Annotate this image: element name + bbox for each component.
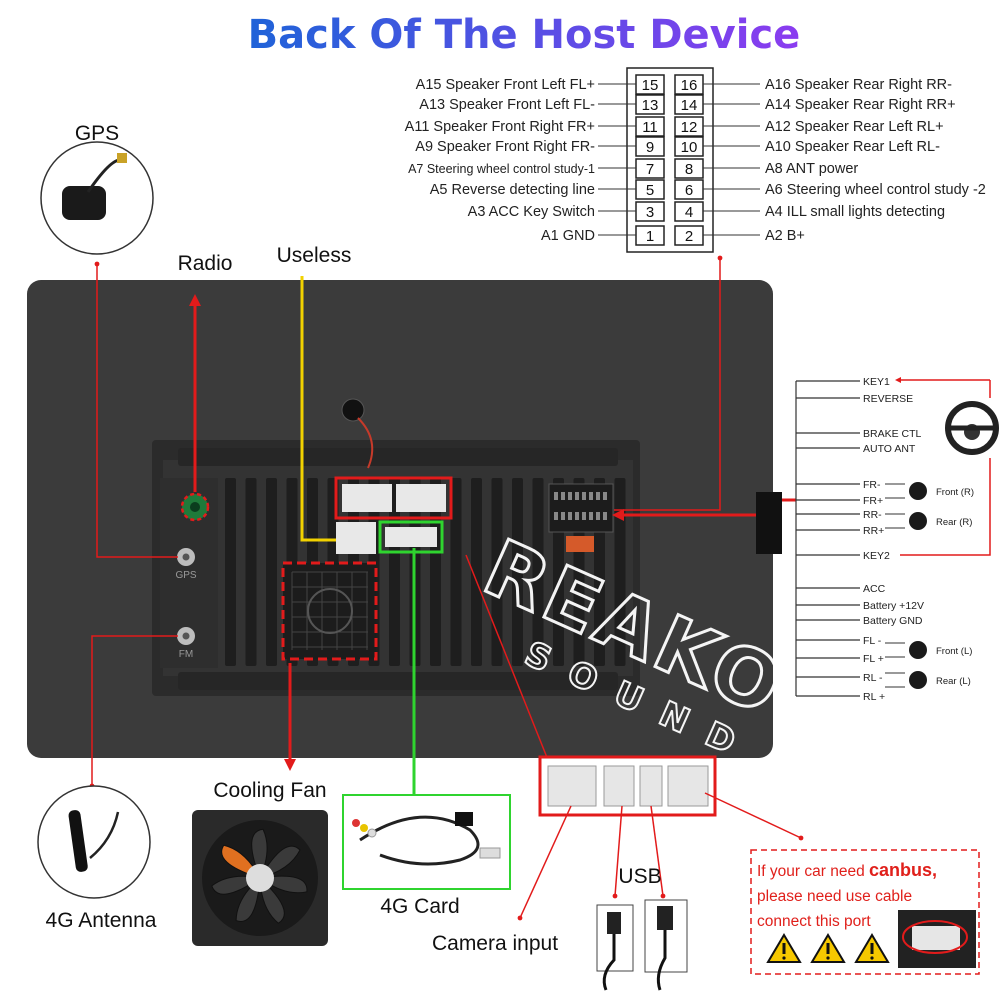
four-g-antenna-label: 4G Antenna [46, 909, 157, 932]
useless-label: Useless [277, 244, 352, 267]
harness-wire-label: RL + [863, 691, 885, 703]
speaker-icon [909, 671, 927, 689]
harness-wire-label: FL + [863, 653, 884, 665]
gps-label: GPS [75, 122, 119, 145]
harness-wire-label: KEY2 [863, 550, 890, 562]
speaker-label-front_r: Front (R) [936, 487, 974, 498]
four-g-antenna-photo [37, 785, 151, 899]
harness-wire-label: KEY1 [863, 376, 890, 388]
connector-pin-number: 15 [642, 77, 659, 94]
pin-label-a3: A3 ACC Key Switch [468, 204, 595, 220]
canbus-line2: please need use cable [757, 888, 912, 905]
pin-label-a4: A4 ILL small lights detecting [765, 204, 945, 220]
canbus-line1-b: canbus, [869, 860, 937, 880]
pin-label-a16: A16 Speaker Rear Right RR- [765, 77, 952, 93]
canbus-line3: connect this port [757, 913, 871, 930]
pin-label-a8: A8 ANT power [765, 161, 858, 177]
connector-pin-number: 4 [685, 204, 693, 221]
harness-wire-label: FR+ [863, 495, 883, 507]
connector-pin-number: 10 [681, 139, 698, 156]
connector-pin-number: 8 [685, 161, 693, 178]
pin-label-a2: A2 B+ [765, 228, 805, 244]
connector-pin-number: 11 [642, 119, 658, 136]
pin-label-a9: A9 Speaker Front Right FR- [415, 139, 595, 155]
connector-pin-number: 13 [642, 97, 659, 114]
connector-pin-number: 9 [646, 139, 654, 156]
speaker-label-rear_l: Rear (L) [936, 676, 971, 687]
pin-label-a12: A12 Speaker Rear Left RL+ [765, 119, 944, 135]
speaker-label-front_l: Front (L) [936, 646, 972, 657]
cooling-fan-photo [192, 810, 328, 946]
page-title: Back Of The Host Device [248, 12, 801, 58]
connector-pin-number: 3 [646, 204, 654, 221]
camera-input-label: Camera input [432, 932, 558, 955]
usb-camera-connector [538, 755, 717, 817]
harness-wire-label: ACC [863, 583, 886, 595]
connector-pin-number: 12 [681, 119, 698, 136]
pin-label-a10: A10 Speaker Rear Left RL- [765, 139, 940, 155]
pin-label-a1: A1 GND [541, 228, 595, 244]
speaker-icon [909, 641, 927, 659]
pin-label-a11: A11 Speaker Front Right FR+ [405, 119, 595, 135]
canbus-line1-a: If your car need [757, 863, 869, 880]
gps-module [40, 141, 154, 255]
harness-wire-label: RR+ [863, 525, 884, 537]
harness-wire-label: RL - [863, 672, 883, 684]
connector-pin-number: 5 [646, 182, 654, 199]
host-device: GPS FM [27, 280, 773, 758]
four-g-card-label: 4G Card [380, 895, 459, 918]
harness-wire-label: FL - [863, 635, 882, 647]
harness-connector [756, 492, 796, 554]
harness-wire-label: Battery GND [863, 615, 923, 627]
harness-wire-label: REVERSE [863, 393, 913, 405]
gps-port-label: GPS [175, 570, 196, 581]
pin-label-a6: A6 Steering wheel control study -2 [765, 182, 986, 198]
connector-pin-number: 14 [681, 97, 698, 114]
harness-wire-label: FR- [863, 479, 881, 491]
connector-pin-number: 1 [646, 228, 654, 245]
pin-label-a7: A7 Steering wheel control study-1 [408, 162, 595, 176]
pin-labels: A15 Speaker Front Left FL+ A13 Speaker Fr… [405, 77, 986, 244]
steering-wheel-icon [945, 401, 999, 455]
pin-label-a5: A5 Reverse detecting line [430, 182, 595, 198]
four-g-card-photo [342, 794, 511, 890]
pin-label-a15: A15 Speaker Front Left FL+ [416, 77, 595, 93]
svg-text:If your car need canbus,: If your car need canbus, [757, 860, 937, 880]
harness-wire-label: Battery +12V [863, 600, 924, 612]
pin-label-a14: A14 Speaker Rear Right RR+ [765, 97, 956, 113]
cooling-fan-label: Cooling Fan [213, 779, 326, 802]
usb-label: USB [618, 865, 661, 888]
usb-plug-icon-2 [644, 899, 688, 991]
speaker-icon [909, 512, 927, 530]
harness-wire-label: AUTO ANT [863, 443, 916, 455]
connector-pin-number: 7 [646, 161, 654, 178]
fm-port-label: FM [179, 649, 193, 660]
speaker-icon [909, 482, 927, 500]
connector-pin-number: 6 [685, 182, 693, 199]
connector-pin-number: 16 [681, 77, 698, 94]
harness-wire-label: BRAKE CTL [863, 428, 922, 440]
radio-label: Radio [178, 252, 233, 275]
harness-wire-label: RR- [863, 509, 882, 521]
usb-plug-icon-1 [596, 904, 634, 991]
connector-pin-number: 2 [685, 228, 693, 245]
speaker-label-rear_r: Rear (R) [936, 517, 972, 528]
canbus-note: If your car need canbus, please need use… [750, 849, 980, 975]
pin-label-a13: A13 Speaker Front Left FL- [419, 97, 595, 113]
